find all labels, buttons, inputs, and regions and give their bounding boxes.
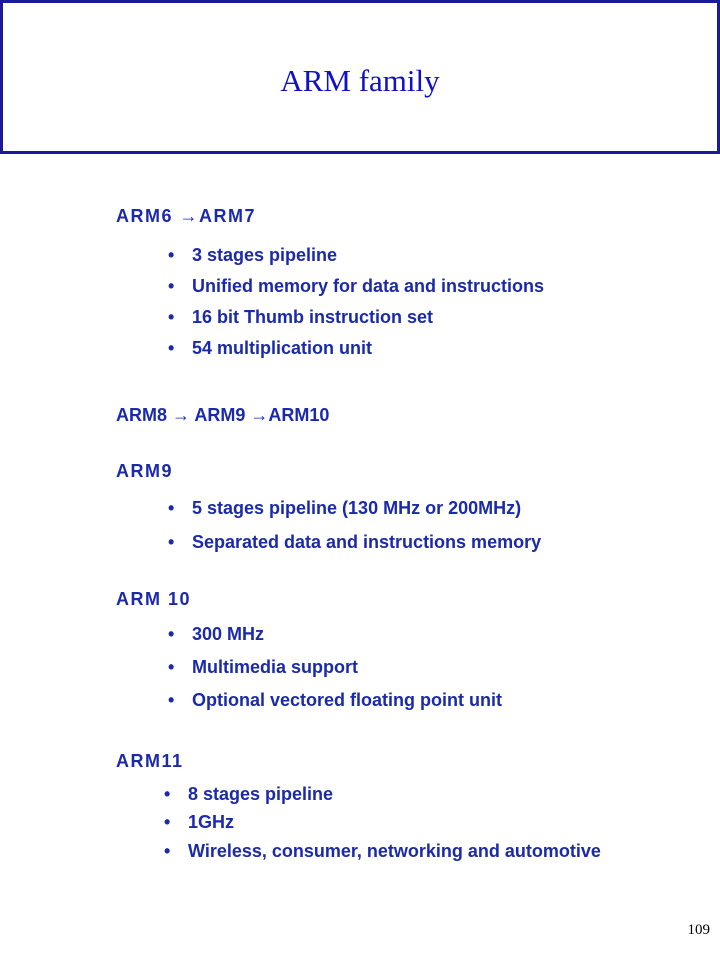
bullet-dot: •	[168, 245, 175, 265]
list-item-text: 5 stages pipeline (130 MHz or 200MHz)	[192, 498, 522, 518]
list-item-text: 16 bit Thumb instruction set	[192, 307, 434, 327]
bullet-dot: •	[168, 307, 175, 327]
list-item-text: 300 MHz	[192, 624, 265, 644]
heading-arm11: ARM11	[116, 751, 184, 771]
bullet-dot: •	[164, 784, 171, 804]
list-item-text: Optional vectored floating point unit	[192, 690, 502, 710]
list-item-text: Separated data and instructions memory	[192, 532, 542, 552]
heading-arm10: ARM 10	[116, 589, 192, 609]
bullet-dot: •	[168, 624, 175, 644]
bullet-dot: •	[168, 338, 175, 358]
list-item-text: 3 stages pipeline	[192, 245, 338, 265]
bullet-dot: •	[168, 498, 175, 518]
list-item-text: 8 stages pipeline	[188, 784, 334, 804]
bullet-dot: •	[168, 276, 175, 296]
list-item-text: 54 multiplication unit	[192, 338, 373, 358]
list-item-text: Unified memory for data and instructions	[192, 276, 545, 296]
slide-title: ARM family	[280, 63, 440, 98]
list-item-text: Multimedia support	[192, 657, 358, 677]
list-item-text: Wireless, consumer, networking and autom…	[188, 841, 601, 861]
heading-arm9: ARM9	[116, 461, 174, 481]
bullet-dot: •	[168, 690, 175, 710]
bullet-dot: •	[168, 532, 175, 552]
slide-number: 109	[687, 922, 711, 938]
bullet-dot: •	[164, 812, 171, 832]
list-item-text: 1GHz	[188, 812, 235, 832]
bullet-dot: •	[168, 657, 175, 677]
heading-arm6-arm7: ARM6 →ARM7	[116, 206, 257, 226]
title-box: ARM family	[0, 0, 720, 154]
bullet-dot: •	[164, 841, 171, 861]
heading-evolution: ARM8 → ARM9 →ARM10	[116, 405, 330, 425]
